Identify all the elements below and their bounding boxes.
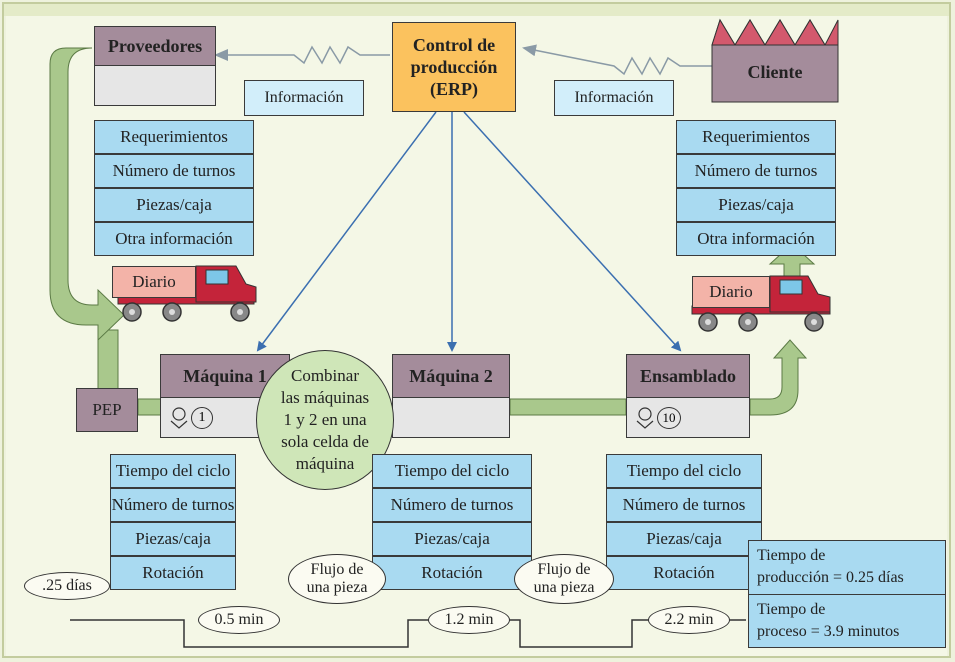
process-machine-1: Máquina 1 1: [160, 354, 290, 438]
flow-1-line2: una pieza: [306, 579, 368, 596]
electronic-info-flows: [214, 44, 712, 76]
kaizen-line3: 1 y 2 en una: [283, 410, 367, 429]
process-3-data-row: Número de turnos: [606, 488, 762, 522]
process-3-data-row: Rotación: [606, 556, 762, 590]
info-label-left: Información: [244, 80, 364, 116]
customer-factory-icon: [711, 18, 839, 103]
truck-icon-right: [691, 275, 831, 332]
process-2-title: Máquina 2: [393, 355, 509, 398]
supplier-info-row: Piezas/caja: [94, 188, 254, 222]
flow-2-line2: una pieza: [533, 579, 595, 596]
process-assembly: Ensamblado 10: [626, 354, 750, 438]
timeline-step-1: 0.5 min: [198, 606, 280, 634]
erp-box: Control de producción (ERP): [392, 22, 516, 112]
customer-info-row: Otra información: [676, 222, 836, 256]
supplier-info-row: Número de turnos: [94, 154, 254, 188]
truck-label-right: Diario: [692, 276, 770, 308]
process-1-data-row: Tiempo del ciclo: [110, 454, 236, 488]
flow-2-line1: Flujo de: [537, 561, 591, 578]
pep-box: PEP: [76, 388, 138, 432]
erp-line3: (ERP): [430, 79, 478, 99]
erp-line1: Control de: [412, 35, 496, 55]
timeline-step-2: 1.2 min: [428, 606, 510, 634]
timeline-step-3: 2.2 min: [648, 606, 730, 634]
supplier-title: Proveedores: [95, 27, 215, 66]
process-machine-2: Máquina 2: [392, 354, 510, 438]
kaizen-line4: sola celda de: [281, 432, 369, 451]
operator-count-3: 10: [657, 407, 681, 429]
customer-title: Cliente: [747, 62, 803, 82]
production-time: Tiempo de producción = 0.25 días: [749, 541, 945, 595]
lead-time-summary: Tiempo de producción = 0.25 días Tiempo …: [748, 540, 946, 648]
supplier-info-row: Otra información: [94, 222, 254, 256]
process-3-title: Ensamblado: [627, 355, 749, 398]
process-1-data-row: Piezas/caja: [110, 522, 236, 556]
supplier-box: Proveedores: [94, 26, 216, 106]
production-time-line2: producción = 0.25 días: [757, 569, 904, 586]
customer-info-row: Piezas/caja: [676, 188, 836, 222]
process-1-title: Máquina 1: [161, 355, 289, 398]
process-time-line1: Tiempo de: [757, 601, 826, 618]
process-1-data-row: Número de turnos: [110, 488, 236, 522]
process-3-data-row: Tiempo del ciclo: [606, 454, 762, 488]
supplier-info-row: Requerimientos: [94, 120, 254, 154]
process-time-line2: proceso = 3.9 minutos: [757, 623, 900, 640]
kaizen-line1: Combinar: [291, 366, 359, 385]
one-piece-flow-label-2: Flujo de una pieza: [514, 554, 614, 604]
process-3-data-row: Piezas/caja: [606, 522, 762, 556]
truck-label-left: Diario: [112, 266, 196, 298]
kaizen-line5: máquina: [295, 454, 355, 473]
operator-icon: [169, 407, 189, 429]
timeline-line: [70, 619, 746, 648]
erp-signal-arrows: [256, 111, 682, 352]
flow-1-line1: Flujo de: [310, 561, 364, 578]
erp-line2: producción: [410, 57, 498, 77]
customer-info-row: Número de turnos: [676, 154, 836, 188]
kaizen-line2: las máquinas: [280, 388, 370, 407]
kaizen-burst: Combinar las máquinas 1 y 2 en una sola …: [256, 350, 394, 490]
customer-info-row: Requerimientos: [676, 120, 836, 154]
operator-icon: [635, 407, 655, 429]
process-time: Tiempo de proceso = 3.9 minutos: [749, 595, 945, 647]
operator-count-1: 1: [191, 407, 213, 429]
production-time-line1: Tiempo de: [757, 547, 826, 564]
timeline-days: .25 días: [24, 572, 110, 600]
process-1-data-row: Rotación: [110, 556, 236, 590]
process-2-data-row: Número de turnos: [372, 488, 532, 522]
process-2-data-row: Rotación: [372, 556, 532, 590]
process-2-data-row: Piezas/caja: [372, 522, 532, 556]
one-piece-flow-label-1: Flujo de una pieza: [288, 554, 386, 604]
process-2-data-row: Tiempo del ciclo: [372, 454, 532, 488]
info-label-right: Información: [554, 80, 674, 116]
